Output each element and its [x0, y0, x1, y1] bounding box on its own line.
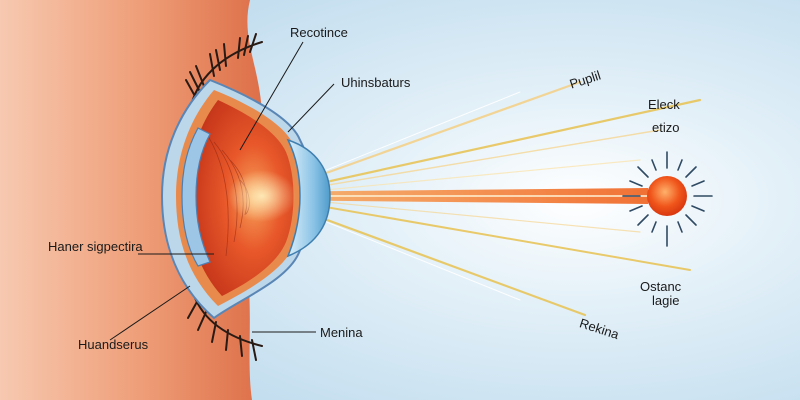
label-lagie: lagie — [652, 293, 680, 308]
sun-icon — [622, 151, 713, 247]
label-ostanc: Ostanc — [640, 279, 682, 294]
label-eleck: Eleck — [648, 97, 680, 112]
label-recotince: Recotince — [290, 25, 348, 40]
lens — [286, 138, 331, 258]
label-uhinsbaturs: Uhinsbaturs — [341, 75, 411, 90]
focal-glow — [228, 170, 296, 222]
label-haner-sigpectira: Haner sigpectira — [48, 239, 143, 254]
label-menina: Menina — [320, 325, 363, 340]
label-huandserus: Huandserus — [78, 337, 149, 352]
leader-lines — [109, 41, 335, 341]
front-lens-band — [181, 127, 211, 267]
label-etizo: etizo — [652, 120, 680, 135]
